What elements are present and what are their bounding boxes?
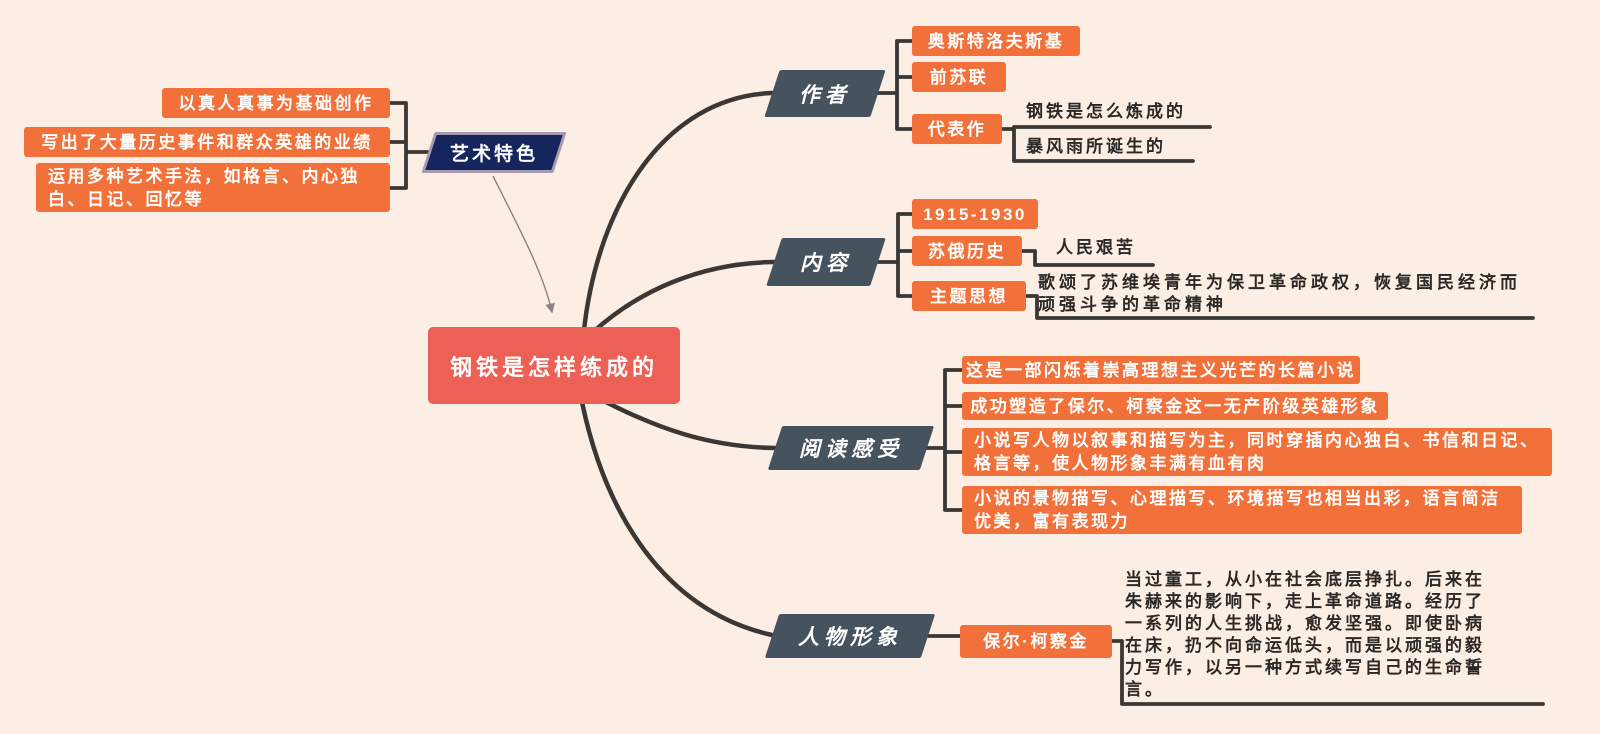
art-point-1-label: 以真人真事为基础创作	[178, 93, 374, 113]
author-country-label: 前苏联	[929, 67, 989, 87]
reading-point-3-label: 小说写人物以叙事和描写为主，同时穿插内心独白、书信和日记、格言等，使人物形象丰满…	[974, 431, 1540, 473]
author-works-label: 代表作	[927, 119, 987, 139]
soviet-history-label: 苏俄历史	[928, 241, 1006, 261]
art-style-label: 艺术特色	[449, 144, 538, 165]
edge-art-root-arrow	[492, 175, 555, 314]
elbow-history-note	[1020, 249, 1155, 267]
edge-root-author	[581, 90, 775, 333]
text-history-note[interactable]: 人民艰苦	[1056, 238, 1136, 257]
art-point-3-label: 运用多种艺术手法，如格言、内心独白、日记、回忆等	[48, 166, 360, 209]
text-work-2[interactable]: 暴风雨所诞生的	[1026, 137, 1166, 156]
reading-point-4-label: 小说的景物描写、心理描写、环境描写也相当出彩，语言简洁优美，富有表现力	[974, 489, 1501, 531]
content-label: 内容	[800, 252, 852, 275]
node-author-country[interactable]: 前苏联	[912, 62, 1006, 92]
edge-root-character	[579, 399, 775, 638]
node-art-point-1[interactable]: 以真人真事为基础创作	[162, 88, 390, 118]
reading-point-2-label: 成功塑造了保尔、柯察金这一无产阶级英雄形象	[970, 396, 1380, 416]
node-art-style[interactable]: 艺术特色	[421, 132, 567, 173]
edge-root-content	[589, 259, 777, 336]
node-author-works[interactable]: 代表作	[912, 114, 1002, 144]
bracket-works	[1000, 125, 1212, 163]
bracket-reading	[925, 368, 964, 512]
paul-label: 保尔·柯察金	[983, 632, 1089, 651]
theme-label: 主题思想	[930, 286, 1008, 306]
node-reading-point-2[interactable]: 成功塑造了保尔、柯察金这一无产阶级英雄形象	[962, 392, 1388, 420]
node-period[interactable]: 1915-1930	[912, 199, 1038, 229]
edge-root-reading	[597, 396, 778, 451]
reading-label: 阅读感受	[799, 438, 903, 461]
art-point-2-label: 写出了大量历史事件和群众英雄的业绩	[41, 132, 373, 152]
node-content[interactable]: 内容	[766, 238, 886, 286]
node-reading-point-1[interactable]: 这是一部闪烁着崇高理想主义光芒的长篇小说	[962, 356, 1360, 384]
node-reading-point-4[interactable]: 小说的景物描写、心理描写、环境描写也相当出彩，语言简洁优美，富有表现力	[962, 486, 1522, 534]
root-node[interactable]: 钢铁是怎样练成的	[428, 327, 680, 404]
node-reading-point-3[interactable]: 小说写人物以叙事和描写为主，同时穿插内心独白、书信和日记、格言等，使人物形象丰满…	[962, 428, 1552, 476]
author-name-label: 奥斯特洛夫斯基	[927, 31, 1065, 51]
node-paul[interactable]: 保尔·柯察金	[960, 625, 1112, 658]
node-soviet-history[interactable]: 苏俄历史	[912, 236, 1022, 266]
node-author-name[interactable]: 奥斯特洛夫斯基	[912, 26, 1080, 56]
text-work-1[interactable]: 钢铁是怎么炼成的	[1026, 102, 1186, 121]
character-label: 人物形象	[798, 626, 902, 649]
node-art-point-3[interactable]: 运用多种艺术手法，如格言、内心独白、日记、回忆等	[36, 163, 390, 212]
node-reading[interactable]: 阅读感受	[767, 426, 935, 470]
text-theme-note[interactable]: 歌颂了苏维埃青年为保卫革命政权，恢复国民经济而顽强斗争的革命精神	[1038, 273, 1521, 314]
node-art-point-2[interactable]: 写出了大量历史事件和群众英雄的业绩	[24, 127, 390, 157]
bracket-content	[876, 212, 914, 298]
bracket-art	[388, 101, 430, 190]
period-label: 1915-1930	[923, 204, 1027, 224]
text-character-note[interactable]: 当过童工，从小在社会底层挣扎。后来在朱赫来的影响下，走上革命道路。经历了一系列的…	[1125, 570, 1485, 699]
bracket-author	[876, 39, 914, 131]
root-label: 钢铁是怎样练成的	[449, 354, 658, 380]
reading-point-1-label: 这是一部闪烁着崇高理想主义光芒的长篇小说	[966, 360, 1356, 380]
author-label: 作者	[799, 83, 851, 107]
node-author[interactable]: 作者	[764, 70, 886, 117]
node-theme[interactable]: 主题思想	[912, 281, 1026, 311]
elbow-theme-note	[1024, 294, 1535, 320]
elbow-character-note	[1110, 639, 1545, 706]
node-character[interactable]: 人物形象	[764, 614, 936, 658]
